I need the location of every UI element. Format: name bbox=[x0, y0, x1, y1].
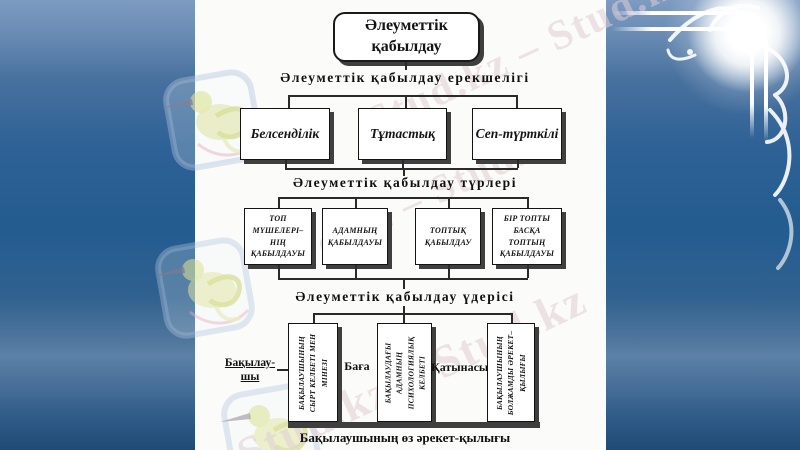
floral-swirl-icon bbox=[666, 3, 794, 270]
type-box-label: БІР ТОПТЫ БАСҚА ТОПТЫҢ ҚАБЫЛДАУЫ bbox=[499, 214, 555, 259]
feature-box: Сеп-түрткілі bbox=[472, 108, 562, 160]
feature-box-label: Тұтастық bbox=[370, 126, 435, 141]
ornament-line bbox=[750, 38, 754, 138]
corner-glow bbox=[657, 0, 800, 123]
connector-line bbox=[527, 265, 529, 278]
type-box-label: АДАМНЫҢ ҚАБЫЛДАУЫ bbox=[327, 225, 383, 247]
connector-line bbox=[288, 95, 517, 97]
connector-line bbox=[511, 313, 513, 323]
section-features-header: Әлеуметтік қабылдау ерекшелігі bbox=[280, 70, 530, 85]
process-box: БАҚЫЛАУШЫНЫҢ СЫРТ КЕЛБЕТІ МЕН МІНЕЗІ bbox=[288, 323, 338, 422]
connector-line bbox=[403, 313, 405, 323]
type-box: ТОПТЫҚ ҚАБЫЛДАУ bbox=[415, 208, 481, 265]
connector-line bbox=[448, 197, 450, 208]
type-box: АДАМНЫҢ ҚАБЫЛДАУЫ bbox=[322, 208, 388, 265]
feature-box: Белсенділік bbox=[240, 108, 330, 160]
connector-line bbox=[405, 95, 407, 108]
type-box: БІР ТОПТЫ БАСҚА ТОПТЫҢ ҚАБЫЛДАУЫ bbox=[492, 208, 562, 265]
type-box-label: ТОПТЫҚ ҚАБЫЛДАУ bbox=[424, 225, 472, 247]
connector-line bbox=[313, 313, 315, 323]
connector-line bbox=[405, 62, 407, 70]
connector-line bbox=[278, 265, 280, 278]
evaluation-label: Баға bbox=[344, 359, 370, 373]
connector-line bbox=[402, 160, 404, 168]
bottom-caption: Бақылаушының өз әрекет-қылығы bbox=[299, 430, 511, 445]
ornament-line bbox=[612, 27, 745, 31]
title-box-label: Әлеуметтік қабылдау bbox=[365, 17, 448, 55]
connector-line bbox=[516, 95, 518, 108]
connector-line bbox=[313, 313, 512, 315]
feature-box-label: Белсенділік bbox=[250, 126, 320, 141]
connector-line bbox=[517, 160, 519, 168]
feature-box: Тұтастық bbox=[358, 108, 447, 160]
connector-line bbox=[278, 197, 280, 208]
ornament-line bbox=[764, 38, 768, 142]
process-box-label: БАҚЫЛАУШЫНЫҢ СЫРТ КЕЛБЕТІ МЕН МІНЕЗІ bbox=[297, 333, 329, 412]
type-box: ТОП МҮШЕЛЕРІ– НІҢ ҚАБЫЛДАУЫ bbox=[244, 208, 312, 265]
connector-line bbox=[527, 197, 529, 208]
connector-line bbox=[355, 265, 357, 278]
connector-line bbox=[285, 168, 518, 170]
connector-line bbox=[355, 197, 357, 208]
ornament-line bbox=[612, 11, 745, 15]
process-box-label: БАҚЫЛАУШЫНЫҢ БОЛЖАМДЫ ӘРЕКЕТ– ҚЫЛЫҒЫ bbox=[495, 330, 527, 415]
connector-line bbox=[403, 306, 405, 313]
connector-line bbox=[403, 168, 405, 176]
connector-line bbox=[277, 369, 288, 371]
process-box: БАҚЫЛАУДАҒЫ АДАМНЫҢ ПСИХОЛОГИЯЛЫҚ КЕЛБЕТ… bbox=[377, 323, 432, 422]
connector-line bbox=[403, 278, 405, 289]
type-box-label: ТОП МҮШЕЛЕРІ– НІҢ ҚАБЫЛДАУЫ bbox=[250, 214, 306, 259]
connector-line bbox=[285, 160, 287, 168]
process-box-label: БАҚЫЛАУДАҒЫ АДАМНЫҢ ПСИХОЛОГИЯЛЫҚ КЕЛБЕТ… bbox=[383, 336, 426, 409]
process-box: БАҚЫЛАУШЫНЫҢ БОЛЖАМДЫ ӘРЕКЕТ– ҚЫЛЫҒЫ bbox=[487, 323, 535, 422]
connector-line bbox=[448, 265, 450, 278]
feature-box-label: Сеп-түрткілі bbox=[475, 126, 559, 141]
connector-line bbox=[278, 197, 527, 199]
observer-label: Бақылау- шы bbox=[224, 357, 276, 384]
title-box: Әлеуметтік қабылдау bbox=[333, 12, 480, 62]
attitude-label: Қатынасы bbox=[431, 360, 489, 374]
connector-line bbox=[288, 95, 290, 108]
section-types-header: Әлеуметтік қабылдау түрлері bbox=[292, 175, 518, 190]
section-process-header: Әлеуметтік қабылдау үдерісі bbox=[295, 289, 515, 304]
connector-bar bbox=[288, 422, 540, 428]
